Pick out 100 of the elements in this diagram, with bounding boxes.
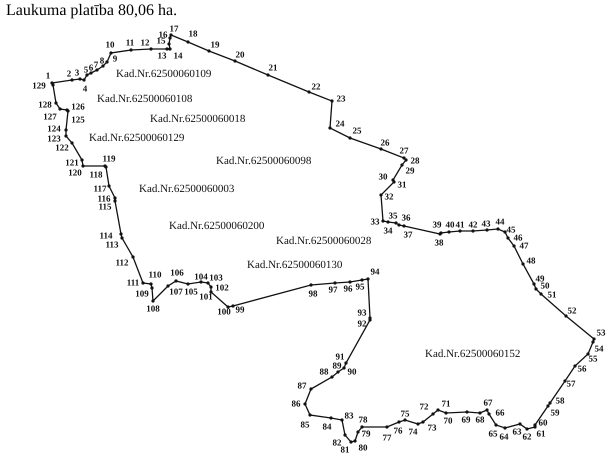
area-title: Laukuma platība 80,06 ha.	[6, 3, 178, 19]
parcel-label: Kad.Nr.62500060003	[139, 184, 234, 195]
point-number: 84	[322, 422, 332, 432]
point-number: 45	[506, 226, 516, 234]
point-number: 110	[148, 270, 162, 280]
point-number: 32	[384, 192, 394, 202]
point-number: 105	[184, 288, 198, 296]
point-number: 102	[215, 284, 229, 292]
point-number: 69	[462, 416, 470, 424]
parcel-label: Kad.Nr.62500060018	[150, 114, 246, 125]
point-number: 33	[370, 218, 380, 226]
point-number: 104	[194, 272, 208, 282]
point-number: 40	[446, 220, 454, 230]
parcel-label: Kad.Nr.62500060152	[425, 349, 520, 360]
point-number: 5	[84, 66, 88, 74]
point-number: 4	[82, 84, 88, 94]
point-number: 73	[428, 424, 436, 432]
point-number: 49	[536, 274, 544, 284]
point-number: 23	[336, 94, 346, 104]
point-number: 114	[100, 232, 112, 240]
point-number: 107	[169, 288, 183, 296]
point-number: 122	[55, 144, 69, 152]
point-number: 41	[456, 220, 464, 230]
point-number: 128	[38, 100, 52, 110]
point-number: 18	[188, 30, 198, 38]
point-number: 91	[336, 352, 344, 362]
point-number: 87	[298, 382, 306, 390]
point-number: 71	[442, 400, 450, 408]
point-number: 86	[292, 400, 300, 408]
point-number: 82	[332, 438, 342, 448]
point-number: 67	[484, 398, 492, 408]
point-number: 77	[382, 434, 392, 442]
parcel-label: Kad.Nr.62500060130	[247, 260, 342, 271]
point-number: 80	[358, 444, 368, 452]
point-number: 121	[65, 158, 79, 168]
parcel-label: Kad.Nr.62500060109	[116, 69, 212, 80]
point-number: 44	[496, 218, 504, 226]
point-number: 21	[268, 64, 278, 72]
point-number: 8	[100, 56, 104, 66]
point-number: 46	[514, 234, 522, 242]
point-number: 29	[406, 166, 414, 176]
point-number: 13	[158, 52, 166, 60]
point-number: 2	[66, 70, 72, 78]
point-number: 12	[140, 38, 150, 48]
point-number: 54	[594, 344, 604, 354]
point-number: 62	[522, 432, 532, 442]
point-number: 25	[352, 126, 362, 136]
point-number: 28	[410, 156, 420, 166]
point-number: 83	[344, 412, 354, 420]
point-number: 39	[432, 220, 442, 230]
point-number: 79	[362, 430, 370, 438]
point-number: 1	[46, 72, 50, 80]
point-number: 116	[98, 194, 110, 204]
point-number: 108	[146, 304, 160, 314]
point-number: 34	[384, 226, 392, 236]
point-number: 31	[398, 180, 406, 190]
point-number: 26	[380, 138, 390, 148]
parcel-label: Kad.Nr.62500060028	[276, 236, 372, 247]
point-number: 126	[71, 102, 85, 112]
point-number: 10	[106, 40, 114, 50]
point-number: 11	[126, 38, 134, 48]
point-number: 111	[126, 278, 140, 288]
point-number: 19	[210, 40, 220, 50]
point-number: 58	[556, 396, 564, 406]
point-number: 78	[358, 416, 368, 424]
point-number: 30	[378, 172, 388, 182]
point-number: 96	[344, 284, 352, 294]
point-number: 117	[94, 184, 106, 194]
point-number: 20	[236, 50, 244, 60]
point-number: 99	[236, 306, 244, 314]
point-number: 17	[170, 24, 178, 34]
point-number: 76	[394, 426, 402, 436]
point-number: 65	[488, 430, 498, 438]
point-number: 81	[340, 446, 350, 454]
point-number: 50	[540, 282, 550, 290]
point-number: 120	[68, 168, 82, 178]
parcel-label: Kad.Nr.62500060108	[97, 94, 192, 105]
point-number: 48	[526, 256, 536, 266]
point-number: 70	[444, 416, 452, 426]
point-number: 123	[47, 134, 61, 144]
point-number: 63	[512, 428, 522, 436]
point-number: 98	[308, 290, 318, 298]
point-number: 43	[482, 220, 490, 228]
point-number: 9	[112, 54, 118, 64]
point-number: 7	[94, 60, 98, 70]
point-number: 66	[496, 408, 504, 418]
point-number: 57	[566, 380, 576, 388]
point-number: 61	[536, 430, 546, 438]
point-number: 27	[400, 146, 408, 156]
point-number: 47	[520, 242, 528, 250]
point-number: 101	[199, 292, 213, 302]
point-number: 97	[328, 286, 338, 294]
point-number: 37	[404, 230, 412, 240]
point-number: 6	[88, 64, 94, 72]
parcel-label: Kad.Nr.62500060098	[216, 156, 312, 167]
point-number: 95	[356, 282, 364, 292]
point-number: 15	[156, 36, 166, 46]
point-number: 93	[358, 308, 366, 318]
point-number: 119	[102, 154, 116, 164]
point-number: 36	[402, 214, 410, 222]
